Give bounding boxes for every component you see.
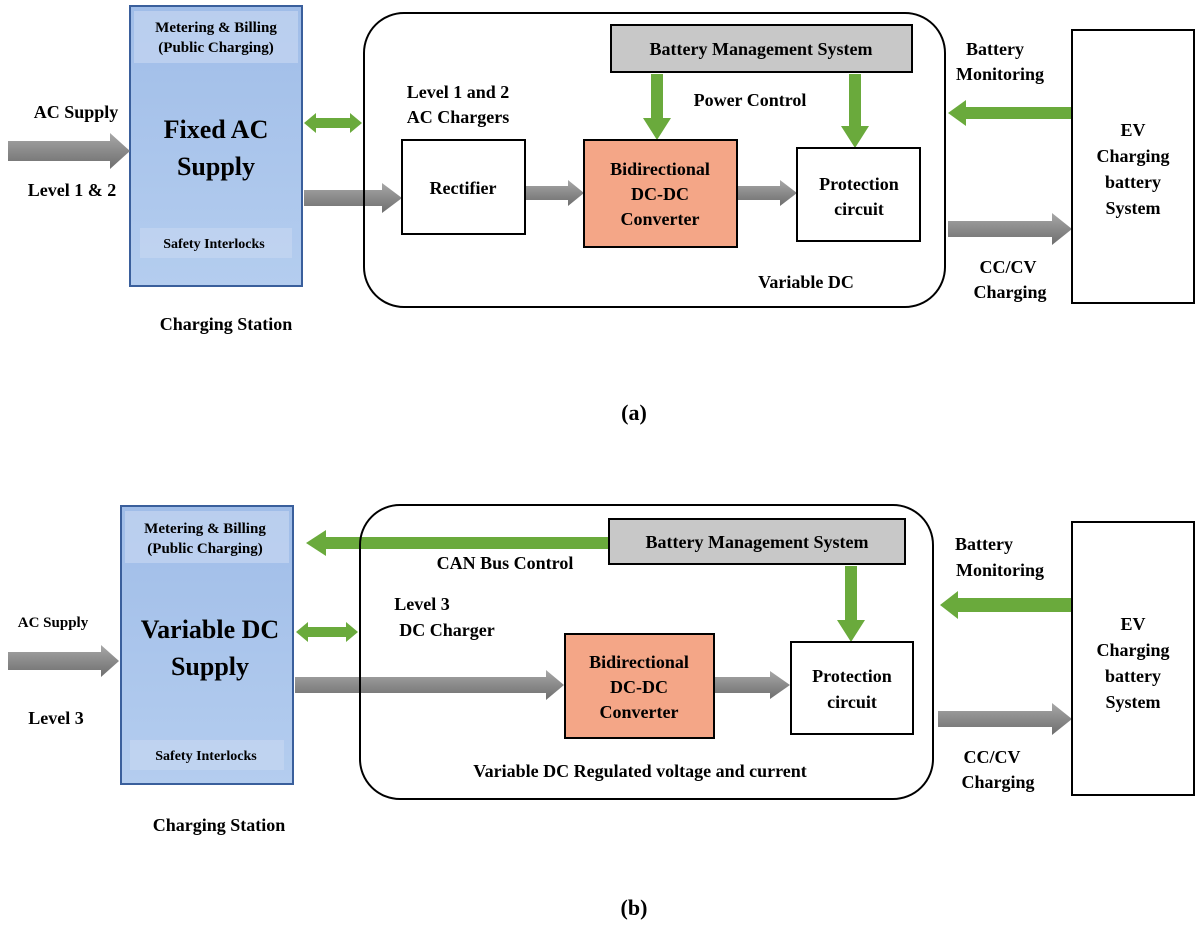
bms-box-b xyxy=(608,518,906,565)
station-to-converter-arrow xyxy=(295,670,564,700)
bms-label: Battery Management System xyxy=(646,532,869,552)
protection-box-a xyxy=(796,147,921,242)
caption-a: (a) xyxy=(621,400,647,425)
level-label: Level 3 xyxy=(28,708,84,728)
station-header-line2: (Public Charging) xyxy=(158,40,273,56)
bms-label: Battery Management System xyxy=(650,39,873,59)
bms-to-converter-arrow xyxy=(643,74,671,140)
converter-box-b xyxy=(564,633,715,739)
station-title-line1: Fixed AC xyxy=(164,115,269,144)
level-label: Level 1 & 2 xyxy=(28,180,116,200)
charger-label-line1: Level 3 xyxy=(394,594,450,614)
ev-line1: EV xyxy=(1120,614,1145,634)
ac-supply-label: AC Supply xyxy=(34,102,119,122)
ac-input-arrow xyxy=(8,133,130,169)
converter-line2: DC-DC xyxy=(610,677,668,697)
caption-b: (b) xyxy=(621,895,648,920)
converter-to-protection-arrow xyxy=(715,671,790,699)
charger-container-b xyxy=(359,504,934,800)
can-bus-label: CAN Bus Control xyxy=(437,553,574,573)
power-control-label: Power Control xyxy=(694,90,807,110)
ev-line3: battery xyxy=(1105,666,1161,686)
bms-to-protection-arrow xyxy=(837,566,865,642)
ev-line4: System xyxy=(1106,692,1161,712)
charging-station-label: Charging Station xyxy=(160,314,293,334)
output-label: Variable DC Regulated voltage and curren… xyxy=(473,761,806,781)
ev-line3: battery xyxy=(1105,172,1161,192)
bms-to-protection-arrow xyxy=(841,74,869,148)
charging-line2: Charging xyxy=(961,772,1034,792)
monitoring-line1: Battery xyxy=(955,534,1013,554)
monitoring-line1: Battery xyxy=(966,39,1024,59)
rectifier-box xyxy=(401,139,526,235)
station-to-rectifier-arrow xyxy=(304,183,402,213)
bidirectional-link-arrow xyxy=(304,113,362,133)
cccv-charging-arrow xyxy=(938,703,1072,735)
charger-label-line2: DC Charger xyxy=(399,620,494,640)
converter-line3: Converter xyxy=(600,702,679,722)
panel-a: Metering & Billing (Public Charging) Fix… xyxy=(8,5,1195,425)
converter-box-a xyxy=(583,139,738,248)
bms-box-a xyxy=(610,24,913,73)
station-title-line2: Supply xyxy=(177,152,255,181)
ac-supply-label: AC Supply xyxy=(18,615,89,631)
converter-line1: Bidirectional xyxy=(610,159,710,179)
charger-container-a xyxy=(363,12,946,308)
converter-line2: DC-DC xyxy=(631,184,689,204)
converter-line1: Bidirectional xyxy=(589,652,689,672)
ev-line1: EV xyxy=(1120,120,1145,140)
converter-line3: Converter xyxy=(621,209,700,229)
ac-input-arrow xyxy=(8,645,119,677)
rectifier-label: Rectifier xyxy=(430,178,497,198)
ev-battery-box-b xyxy=(1071,521,1195,796)
panel-b: Metering & Billing (Public Charging) Var… xyxy=(8,504,1195,920)
ev-line2: Charging xyxy=(1096,640,1169,660)
station-interlocks: Safety Interlocks xyxy=(155,749,257,764)
battery-monitoring-arrow xyxy=(948,100,1072,126)
charging-line1: CC/CV xyxy=(964,747,1021,767)
monitoring-line2: Monitoring xyxy=(956,64,1044,84)
battery-monitoring-arrow xyxy=(940,591,1072,619)
station-header-line1: Metering & Billing xyxy=(155,20,277,36)
station-title-line2: Supply xyxy=(171,652,249,681)
cccv-charging-arrow xyxy=(948,213,1072,245)
can-bus-arrow xyxy=(306,530,610,556)
station-title-line1: Variable DC xyxy=(141,615,279,644)
station-header-line1: Metering & Billing xyxy=(144,521,266,537)
monitoring-line2: Monitoring xyxy=(956,560,1044,580)
ev-line4: System xyxy=(1106,198,1161,218)
output-label: Variable DC xyxy=(758,272,854,292)
protection-line2: circuit xyxy=(834,199,884,219)
protection-line1: Protection xyxy=(812,666,892,686)
protection-box-b xyxy=(790,641,914,735)
charger-label-line1: Level 1 and 2 xyxy=(407,82,510,102)
station-block-b: Metering & Billing (Public Charging) Var… xyxy=(120,505,294,785)
ev-line2: Charging xyxy=(1096,146,1169,166)
converter-to-protection-arrow xyxy=(738,180,797,206)
station-interlocks: Safety Interlocks xyxy=(163,237,265,252)
protection-line2: circuit xyxy=(827,692,877,712)
ev-battery-box-a xyxy=(1071,29,1195,304)
charger-label-line2: AC Chargers xyxy=(407,107,509,127)
charging-line2: Charging xyxy=(973,282,1046,302)
rectifier-to-converter-arrow xyxy=(526,180,584,206)
charging-station-label: Charging Station xyxy=(153,815,286,835)
protection-line1: Protection xyxy=(819,174,899,194)
charging-line1: CC/CV xyxy=(980,257,1037,277)
station-header-line2: (Public Charging) xyxy=(147,541,262,557)
bidirectional-link-arrow xyxy=(296,622,358,642)
station-block-a: Metering & Billing (Public Charging) Fix… xyxy=(129,5,303,287)
